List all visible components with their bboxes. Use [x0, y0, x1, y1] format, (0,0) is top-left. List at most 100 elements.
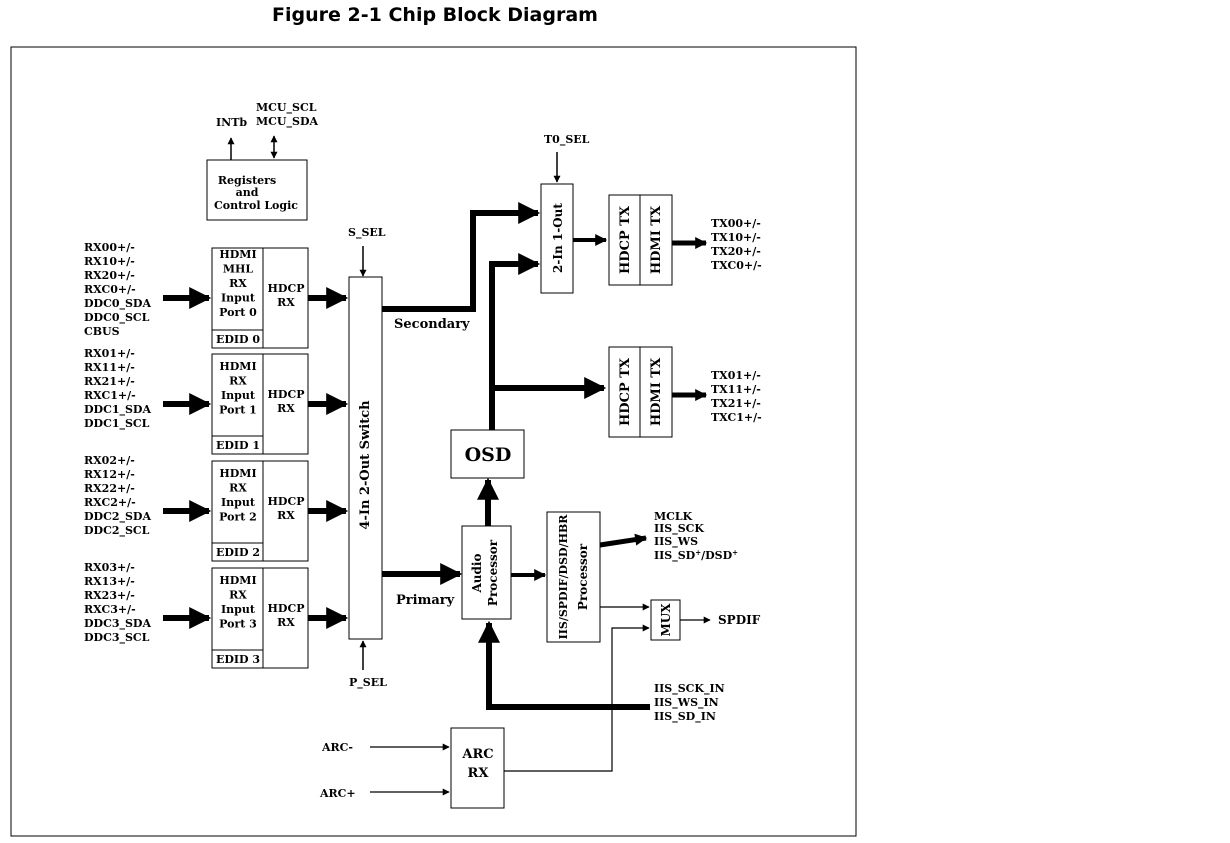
rx-port-signal-label: RX13+/- — [84, 575, 135, 588]
hdmi-tx-label: HDMI TX — [649, 205, 664, 274]
rx-port-signal-label: RXC2+/- — [84, 496, 136, 509]
intb-label: INTb — [216, 116, 247, 129]
mcu-scl-label: MCU_SCL — [256, 101, 317, 115]
rx-port-input-label: Port 0 — [219, 306, 257, 319]
rx-port-2: RX02+/-RX12+/-RX22+/-RXC2+/-DDC2_SDADDC2… — [84, 454, 349, 562]
svg-text:RX: RX — [468, 766, 490, 781]
svg-text:IIS/SPDIF/DSD/HBR: IIS/SPDIF/DSD/HBR — [557, 514, 570, 640]
rx-port-block — [211, 567, 309, 669]
svg-text:Processor: Processor — [576, 543, 590, 610]
tx-signal-label: TX01+/- — [711, 369, 761, 382]
rx-port-signal-label: RX12+/- — [84, 468, 135, 481]
rx-port-block — [211, 247, 309, 349]
rx-port-signal-label: DDC2_SDA — [84, 510, 151, 524]
hdcp-rx-label: RX — [277, 296, 295, 309]
rx-port-input-label: HDMI — [219, 360, 256, 373]
rx-port-input-label: Port 3 — [219, 618, 257, 631]
s-sel-label: S_SEL — [348, 226, 386, 240]
rx-port-block — [211, 353, 309, 455]
rx-port-input-label: Port 1 — [219, 404, 257, 417]
hdcp-rx-label: HDCP — [268, 388, 305, 401]
svg-text:ARC: ARC — [461, 747, 493, 762]
rx-port-signal-label: CBUS — [84, 325, 120, 338]
svg-text:4-In 2-Out Switch: 4-In 2-Out Switch — [358, 400, 373, 530]
hdcp-rx-label: RX — [277, 402, 295, 415]
svg-text:OSD: OSD — [465, 444, 512, 466]
switch-4in-2out-block: 4-In 2-Out Switch — [348, 276, 383, 640]
osd-block: OSD — [450, 429, 525, 479]
svg-text:Registers: Registers — [218, 174, 276, 187]
arc-to-mux-arrow — [504, 624, 650, 772]
figure-title: Figure 2-1 Chip Block Diagram — [272, 4, 598, 26]
rx-port-signal-label: DDC0_SCL — [84, 311, 150, 325]
hdcp-tx-label: HDCP TX — [618, 205, 633, 274]
audio-output-arrow — [599, 533, 648, 548]
secondary-path-arrow — [382, 202, 541, 312]
rx-port-signal-label: RX22+/- — [84, 482, 135, 495]
rx-port-3: RX03+/-RX13+/-RX23+/-RXC3+/-DDC3_SDADDC3… — [84, 561, 349, 669]
audio-processor-block: Audio Processor — [461, 525, 512, 620]
rx-port-0: RX00+/-RX10+/-RX20+/-RXC0+/-DDC0_SDADDC0… — [84, 241, 349, 349]
iis-sd-dsd-label: IIS_SD+/DSD+ — [654, 548, 738, 563]
svg-text:Processor: Processor — [486, 539, 500, 606]
t0-sel-label: T0_SEL — [544, 133, 590, 147]
rx-port-input-label: Input — [221, 389, 256, 402]
rx-port-signal-label: RX03+/- — [84, 561, 135, 574]
mcu-sda-label: MCU_SDA — [256, 115, 319, 129]
iis-ws-in-label: IIS_WS_IN — [654, 696, 719, 710]
rx-port-signal-label: RXC0+/- — [84, 283, 136, 296]
rx-port-signal-label: RX11+/- — [84, 361, 135, 374]
rx-port-input-label: Input — [221, 603, 256, 616]
rx-port-signal-label: RX02+/- — [84, 454, 135, 467]
hdcp-rx-label: HDCP — [268, 282, 305, 295]
edid-label: EDID 1 — [216, 439, 260, 452]
rx-port-input-label: Input — [221, 496, 256, 509]
rx-port-block — [211, 460, 309, 562]
rx-port-signal-label: DDC3_SCL — [84, 631, 150, 645]
iis-sd-in-label: IIS_SD_IN — [654, 710, 716, 724]
rx-port-signal-label: DDC1_SDA — [84, 403, 151, 417]
hdcp-tx-label: HDCP TX — [618, 357, 633, 426]
rx-port-signal-label: RX00+/- — [84, 241, 135, 254]
tx-signal-label: TX00+/- — [711, 217, 761, 230]
rx-port-signal-label: RX20+/- — [84, 269, 135, 282]
rx-ports: RX00+/-RX10+/-RX20+/-RXC0+/-DDC0_SDADDC0… — [84, 241, 349, 669]
rx-port-signal-label: RX21+/- — [84, 375, 135, 388]
arc-rx-block: ARC RX — [450, 727, 505, 809]
rx-port-input-label: RX — [229, 277, 247, 290]
svg-text:Audio: Audio — [470, 554, 484, 594]
tx-signal-label: TX21+/- — [711, 397, 761, 410]
rx-port-signal-label: DDC3_SDA — [84, 617, 151, 631]
rx-port-1: RX01+/-RX11+/-RX21+/-RXC1+/-DDC1_SDADDC1… — [84, 347, 349, 455]
mux-2in-1out-block: 2-In 1-Out — [540, 183, 574, 294]
rx-port-input-label: HDMI — [219, 248, 256, 261]
diagram-frame — [10, 46, 857, 837]
tx-signal-label: TX20+/- — [711, 245, 761, 258]
spdif-label: SPDIF — [718, 613, 761, 627]
rx-port-signal-label: RXC1+/- — [84, 389, 136, 402]
rx-port-input-label: RX — [229, 589, 247, 602]
arc-minus-label: ARC- — [321, 741, 353, 754]
iis-spdif-processor-block: IIS/SPDIF/DSD/HBR Processor — [546, 511, 601, 643]
tx-signal-label: TXC0+/- — [711, 259, 762, 272]
edid-label: EDID 3 — [216, 653, 260, 666]
edid-label: EDID 2 — [216, 546, 260, 559]
hdcp-rx-label: RX — [277, 509, 295, 522]
rx-port-input-label: RX — [229, 375, 247, 388]
mclk-label: MCLK — [654, 510, 693, 523]
rx-port-signal-label: DDC0_SDA — [84, 297, 151, 311]
rx-port-signal-label: RX23+/- — [84, 589, 135, 602]
hdcp-rx-label: RX — [277, 616, 295, 629]
p-sel-label: P_SEL — [349, 676, 387, 690]
iis-sck-label: IIS_SCK — [654, 522, 704, 536]
iis-sck-in-label: IIS_SCK_IN — [654, 682, 725, 696]
rx-port-signal-label: DDC2_SCL — [84, 524, 150, 538]
rx-port-signal-label: RX10+/- — [84, 255, 135, 268]
arc-plus-label: ARC+ — [319, 787, 356, 800]
iis-ws-label: IIS_WS — [654, 535, 698, 549]
rx-port-input-label: HDMI — [219, 467, 256, 480]
